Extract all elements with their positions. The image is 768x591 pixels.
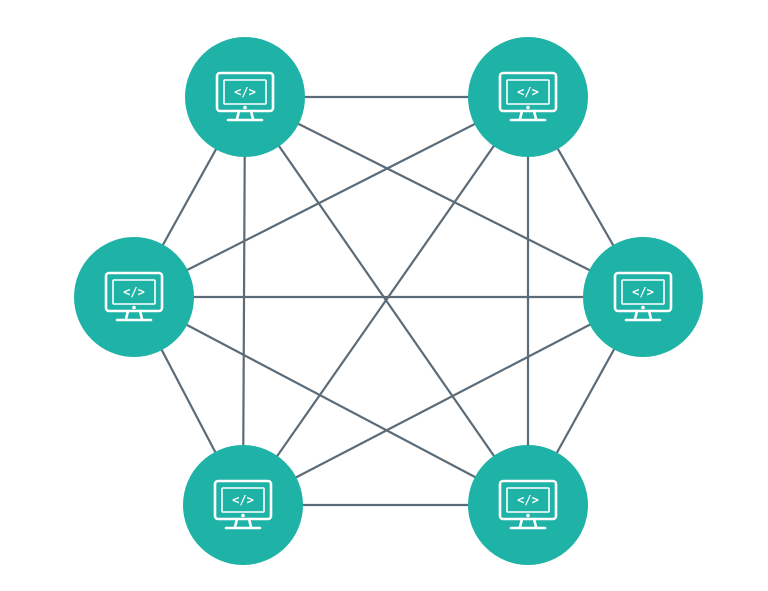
node-n5: </> [183,445,303,565]
edges-layer [133,95,644,507]
node-circle [183,445,303,565]
node-circle [468,37,588,157]
monitor-code-icon: </> [213,479,273,530]
monitor-code-icon: </> [613,271,673,322]
monitor-code-icon: </> [104,271,164,322]
monitor-code-icon: </> [498,71,558,122]
node-circle [185,37,305,157]
node-n2: </> [468,37,588,157]
edge-n2-n3 [133,96,529,298]
node-circle [583,237,703,357]
node-circle [468,445,588,565]
code-label: </> [232,493,254,507]
node-n6: </> [468,445,588,565]
code-label: </> [234,85,256,99]
code-label: </> [517,85,539,99]
edge-n1-n5 [241,96,247,506]
monitor-code-icon: </> [498,479,558,530]
code-label: </> [123,285,145,299]
edge-n2-n5 [242,96,529,506]
edge-n3-n6 [133,296,529,506]
code-label: </> [517,493,539,507]
edge-n4-n5 [242,296,644,506]
node-n4: </> [583,237,703,357]
monitor-code-icon: </> [215,71,275,122]
code-label: </> [632,285,654,299]
node-circle [74,237,194,357]
node-n1: </> [185,37,305,157]
nodes-layer: </> </> </> </> </> </> [74,37,703,565]
node-n3: </> [74,237,194,357]
edge-n1-n4 [244,96,644,298]
